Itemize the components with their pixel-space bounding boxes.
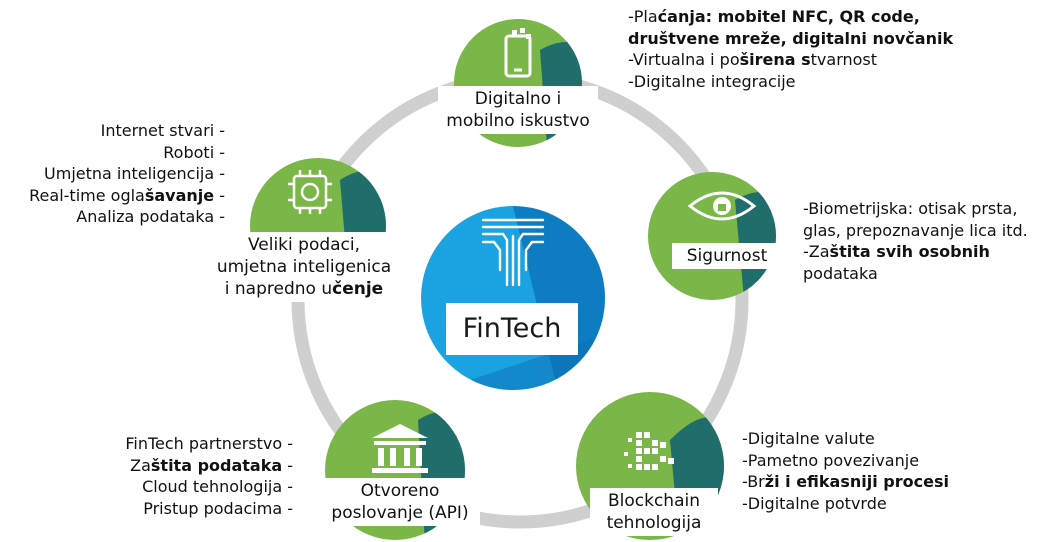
node-bigdata-label-line-3: i napredno učenje (216, 278, 392, 300)
node-security-circle (648, 172, 776, 300)
list-item-segment: -Digitalne integracije (628, 71, 796, 91)
list-item: glas, prepoznavanje lica itd. (803, 220, 1028, 242)
node-bigdata-label-line-1: Veliki podaci, (247, 235, 361, 255)
list-security: -Biometrijska: otisak prsta, glas, prepoz… (803, 198, 1028, 284)
list-item-segment: šavanje (144, 185, 215, 205)
center-title: FinTech (446, 303, 578, 355)
list-item: Roboti - (29, 142, 225, 164)
list-item: -Pametno povezivanje (742, 450, 949, 472)
list-item-segment: Umjetna inteligencija - (44, 164, 225, 183)
circuit-t-icon (481, 218, 545, 287)
node-openbanking-label: Otvoreno poslovanje (API) (320, 478, 480, 526)
list-item: Pristup podacima - (125, 498, 293, 520)
list-item-segment: društvene mreže, digitalni novčanik (628, 28, 954, 48)
list-digital: -Plaćanja: mobitel NFC, QR code,društven… (628, 6, 953, 92)
list-item: -Brži i efikasniji procesi (742, 471, 949, 493)
list-item-segment: podataka (803, 263, 878, 283)
node-security-label: Sigurnost (672, 243, 782, 269)
list-item: Umjetna inteligencija - (29, 163, 225, 185)
node-blockchain-label-line-2: tehnologija (606, 513, 702, 533)
list-item-segment: širena s (739, 50, 811, 69)
node-bigdata-label-line-2: umjetna inteligenica (216, 257, 392, 277)
list-item-segment: -Br (742, 472, 765, 491)
list-item: podataka (803, 263, 1028, 285)
list-item-segment: Pristup podacima - (143, 498, 293, 518)
list-item-segment: - (282, 455, 293, 475)
list-item: -Digitalne valute (742, 428, 949, 450)
node-openbanking-label-line-2: poslovanje (API) (331, 503, 469, 523)
list-item-segment: ži i efikasniji procesi (764, 472, 949, 491)
list-item-segment: -Biometrijska: otisak prsta, (803, 199, 1018, 218)
list-item-segment: štita svih osobnih (829, 242, 990, 261)
list-item: Zaštita podataka - (125, 455, 293, 477)
list-item-segment: FinTech partnerstvo - (125, 434, 293, 453)
list-item-segment: glas, prepoznavanje lica itd. (803, 220, 1028, 240)
list-item: Cloud tehnologija - (125, 476, 293, 498)
bitcoin-icon (624, 432, 674, 470)
list-item-segment: -Digitalne potvrde (742, 493, 887, 513)
list-item-segment: -Pla (628, 7, 658, 26)
list-item-segment: Internet stvari - (100, 121, 225, 140)
list-item: -Virtualna i poširena stvarnost (628, 49, 953, 71)
list-openbanking: FinTech partnerstvo -Zaštita podataka -C… (125, 433, 293, 519)
node-blockchain-label-line-1: Blockchain (607, 491, 700, 511)
list-item: -Zaštita svih osobnih (803, 241, 1028, 263)
list-item-segment: -Digitalne valute (742, 429, 875, 448)
list-item-segment: Cloud tehnologija - (142, 477, 293, 496)
list-item: -Digitalne potvrde (742, 493, 949, 515)
list-item-segment: Za (130, 455, 151, 475)
list-item: društvene mreže, digitalni novčanik (628, 28, 953, 50)
list-item-segment: -Pametno povezivanje (742, 450, 920, 470)
node-openbanking-label-line-1: Otvoreno (360, 481, 440, 501)
list-item-segment: Analiza podataka - (76, 207, 225, 226)
node-blockchain-label: Blockchain tehnologija (590, 488, 718, 536)
list-item: Real-time oglašavanje - (29, 185, 225, 207)
list-item-segment: -Za (803, 242, 830, 261)
list-item-segment: Real-time ogla (29, 185, 145, 205)
node-security-label-line-1: Sigurnost (686, 246, 768, 266)
node-bigdata-label: Veliki podaci, umjetna inteligenica i na… (210, 232, 398, 302)
list-item: Analiza podataka - (29, 206, 225, 228)
node-bigdata-label-line-3-bold: čenje (332, 279, 384, 299)
list-item: -Plaćanja: mobitel NFC, QR code, (628, 6, 953, 28)
list-item-segment: - (214, 185, 225, 205)
list-item: -Digitalne integracije (628, 71, 953, 93)
list-item: -Biometrijska: otisak prsta, (803, 198, 1028, 220)
list-item-segment: štita podataka (150, 455, 283, 475)
list-bigdata: Internet stvari - Roboti - Umjetna intelig… (29, 120, 225, 228)
list-item-segment: ćanja: mobitel NFC, QR code, (657, 7, 920, 26)
node-digital-label-line-2: mobilno iskustvo (446, 111, 590, 131)
mobile-phone-icon (504, 28, 532, 78)
list-item-segment: -Virtualna i po (628, 50, 740, 69)
bank-icon (372, 424, 428, 473)
list-item-segment: tvarnost (810, 50, 878, 69)
list-blockchain: -Digitalne valute-Pametno povezivanje-Br… (742, 428, 949, 514)
list-item: FinTech partnerstvo - (125, 433, 293, 455)
list-item: Internet stvari - (29, 120, 225, 142)
brain-chip-icon (288, 170, 332, 214)
eye-icon (687, 191, 757, 221)
node-bigdata-label-line-3-text: i napredno u (224, 279, 333, 299)
node-digital-label: Digitalno i mobilno iskustvo (438, 86, 598, 134)
list-item-segment: Roboti - (163, 142, 225, 162)
node-digital-label-line-1: Digitalno i (474, 89, 562, 109)
